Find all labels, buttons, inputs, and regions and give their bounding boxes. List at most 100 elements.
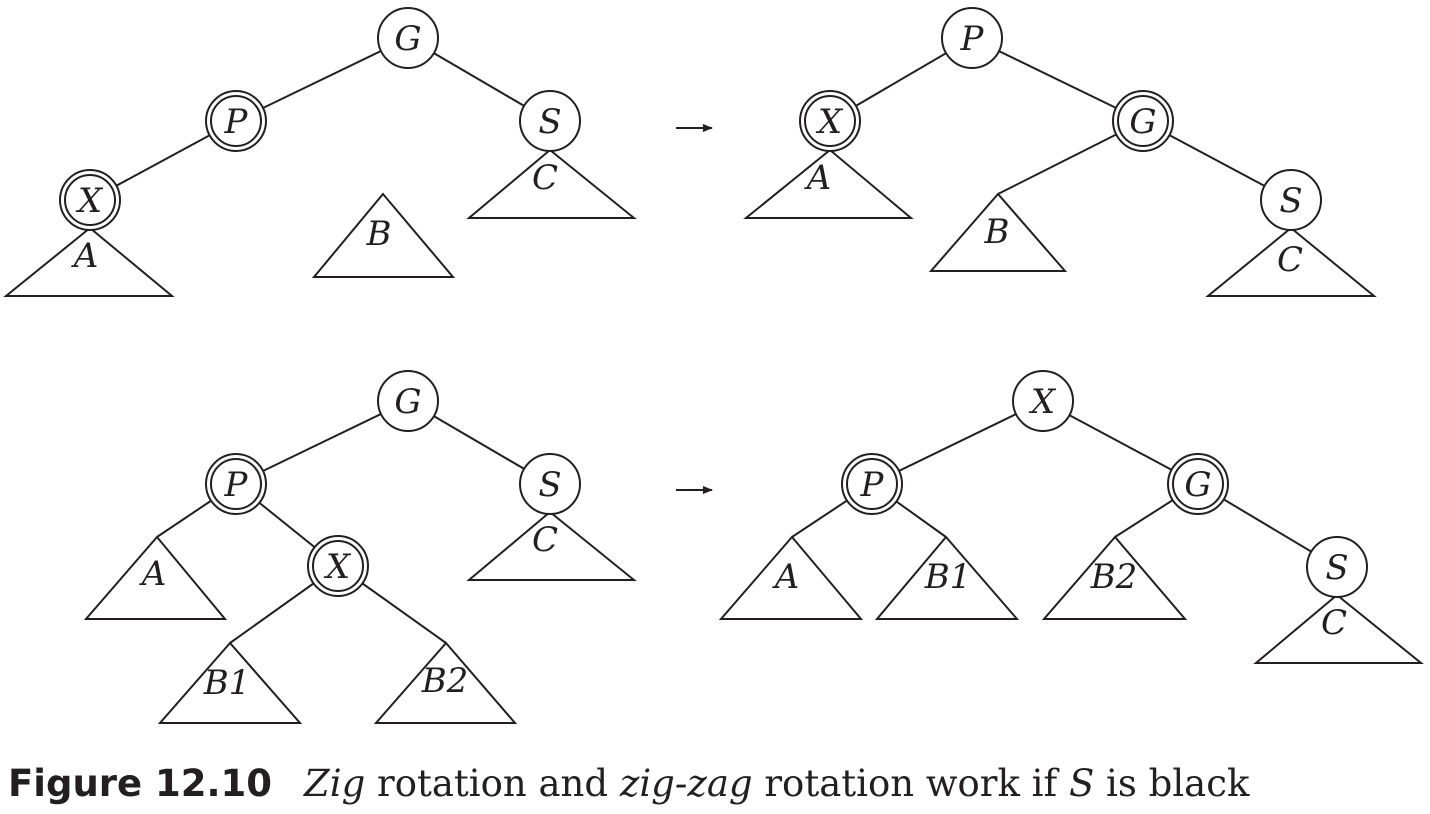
zig-after-tree: A B C P X G S	[743, 7, 1377, 297]
zig-after-subtree-label-a: A	[804, 158, 832, 198]
zigzag-after-node-p: P	[841, 453, 903, 515]
zigzag-after-edge-X-P	[871, 400, 1044, 485]
zig-before-subtree-label-a: A	[71, 236, 99, 276]
zigzag-after-node-label-g: G	[1184, 465, 1211, 505]
zigzag-before-subtree-label-a: A	[139, 554, 167, 594]
zigzag-before-node-s: S	[519, 453, 581, 515]
zig-after-node-label-s: S	[1279, 181, 1302, 221]
zig-before-edge-G-P	[235, 37, 409, 122]
zigzag-after-subtree-label-b2: B2	[1090, 557, 1138, 597]
zigzag-after-tree: A B1 B2C X P G S	[718, 370, 1424, 664]
zigzag-before-subtree-label-b1: B1	[203, 663, 251, 703]
zig-after-subtree-a	[743, 148, 914, 219]
zig-before-node-g: G	[377, 7, 439, 69]
zig-after-node-s: S	[1260, 169, 1322, 231]
zigzag-before-subtree-b2	[373, 641, 518, 724]
zigzag-after-subtree-c	[1253, 593, 1424, 664]
zigzag-after-node-ring-g	[1172, 458, 1224, 510]
zigzag-after-node-g: G	[1167, 453, 1229, 515]
zigzag-before-subtree-c	[466, 510, 637, 581]
zig-before-node-circle-g	[377, 7, 439, 69]
zig-before-node-label-g: G	[394, 19, 421, 59]
zigzag-before-node-g: G	[377, 370, 439, 432]
zigzag-after-node-label-x: X	[1028, 382, 1057, 422]
zigzag-after-subtree-label-b1: B1	[924, 557, 972, 597]
zigzag-before-node-x: X	[307, 535, 369, 597]
caption-text-3: is black	[1094, 762, 1250, 805]
zig-after-node-circle-s	[1260, 169, 1322, 231]
zigzag-after-subtree-b2	[1041, 535, 1188, 620]
zig-before-node-label-x: X	[75, 181, 104, 221]
zigzag-after-node-s: S	[1306, 536, 1368, 598]
zig-after-node-circle-x	[799, 90, 861, 152]
zig-after-node-circle-g	[1112, 90, 1174, 152]
zigzag-before-node-ring-p	[210, 458, 262, 510]
zig-before-subtree-a	[3, 226, 175, 297]
zig-after-node-label-p: P	[960, 19, 985, 59]
zig-before-subtree-label-c: C	[532, 158, 558, 198]
zigzag-before-subtree-label-b2: B2	[421, 661, 469, 701]
zig-after-subtree-label-c: C	[1277, 240, 1303, 280]
zig-after-node-x: X	[799, 90, 861, 152]
zigzag-after-node-label-p: P	[860, 465, 885, 505]
zig-before-node-label-s: S	[538, 102, 561, 142]
zig-after-subtree-c	[1205, 226, 1377, 297]
zig-before-node-circle-p	[205, 90, 267, 152]
zig-after-node-g: G	[1112, 90, 1174, 152]
zigzag-before-node-label-s: S	[538, 465, 561, 505]
zig-before-subtree-c	[466, 148, 637, 219]
zig-before-node-circle-s	[519, 90, 581, 152]
zig-before-node-ring-x	[64, 174, 116, 226]
zig-after-node-ring-g	[1117, 95, 1169, 147]
caption-zig: Zig	[304, 762, 366, 805]
caption-s: S	[1068, 762, 1095, 805]
caption-zig-zag: zig-zag	[619, 762, 753, 805]
zigzag-before-node-ring-x	[312, 540, 364, 592]
zigzag-after-node-label-s: S	[1325, 548, 1348, 588]
zigzag-before-node-circle-s	[519, 453, 581, 515]
zig-before-subtree-b	[311, 192, 456, 278]
zigzag-after-node-circle-x	[1012, 370, 1074, 432]
zig-before-node-circle-x	[59, 169, 121, 231]
zigzag-after-node-x: X	[1012, 370, 1074, 432]
zigzag-after-subtree-a	[718, 535, 864, 620]
zigzag-after-subtree-label-a: A	[772, 557, 800, 597]
zig-before-tree: A B C G P S X	[3, 7, 637, 297]
zigzag-before-node-circle-x	[307, 535, 369, 597]
zigzag-before-node-label-g: G	[394, 382, 421, 422]
zigzag-before-node-circle-p	[205, 453, 267, 515]
zig-before-node-p: P	[205, 90, 267, 152]
zigzag-before-node-label-p: P	[224, 465, 249, 505]
zig-before-subtree-label-b: B	[366, 214, 392, 254]
zigzag-before-subtree-a	[83, 535, 228, 620]
zig-after-node-ring-x	[804, 95, 856, 147]
zigzag-after-node-circle-g	[1167, 453, 1229, 515]
zigzag-before-subtree-b1	[157, 641, 303, 724]
zigzag-before-node-label-x: X	[323, 547, 352, 587]
figure-caption: Figure 12.10 Zig rotation and zig-zag rot…	[8, 762, 1249, 810]
zigzag-before-edge-G-P	[235, 400, 409, 485]
zig-after-subtree-label-b: B	[984, 212, 1010, 252]
figure-label: Figure 12.10	[8, 762, 273, 805]
zigzag-before-node-p: P	[205, 453, 267, 515]
caption-text-1: rotation and	[365, 762, 620, 805]
zig-after-edge-P-G	[971, 37, 1144, 122]
zigzag-after-node-circle-p	[841, 453, 903, 515]
zig-after-node-label-x: X	[815, 102, 844, 142]
zigzag-after-node-circle-s	[1306, 536, 1368, 598]
zigzag-after-subtree-b1	[874, 535, 1020, 620]
zig-before-node-x: X	[59, 169, 121, 231]
zig-before-node-s: S	[519, 90, 581, 152]
zig-before-node-label-p: P	[224, 102, 249, 142]
zigzag-after-node-ring-p	[846, 458, 898, 510]
zig-after-node-circle-p	[941, 7, 1003, 69]
zigzag-after-subtree-label-c: C	[1321, 603, 1347, 643]
caption-text-2: rotation work if	[752, 762, 1069, 805]
zig-before-node-ring-p	[210, 95, 262, 147]
zigzag-before-node-circle-g	[377, 370, 439, 432]
zig-after-node-label-g: G	[1129, 102, 1156, 142]
zig-after-subtree-b	[928, 192, 1068, 272]
zig-after-node-p: P	[941, 7, 1003, 69]
